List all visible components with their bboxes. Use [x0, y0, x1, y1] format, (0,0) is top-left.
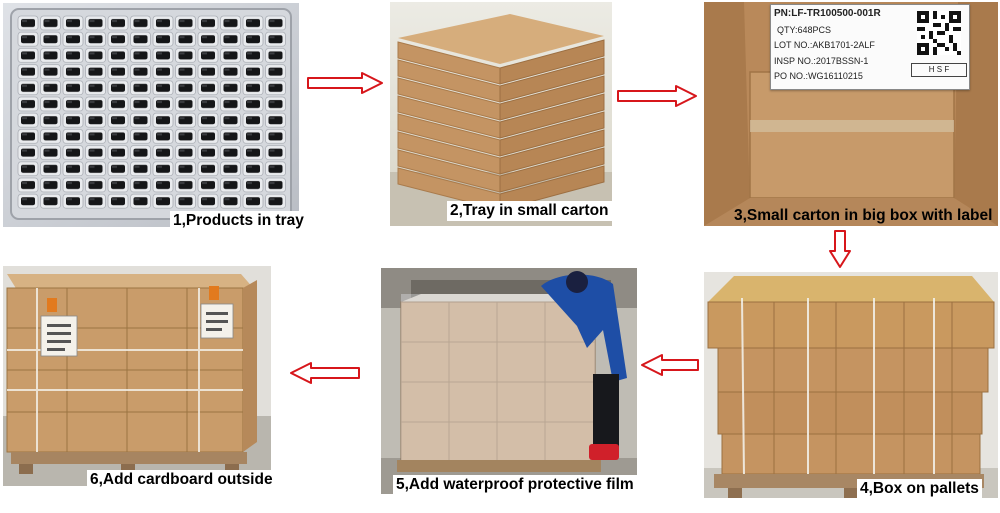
label-inspection-number: INSP NO.:2017BSSN-1	[774, 56, 869, 66]
label-quantity: QTY:648PCS	[777, 25, 832, 35]
photo-cardboard-outside	[3, 266, 271, 486]
arrow-right-icon	[307, 72, 383, 94]
label-brand-mark: H S F	[911, 63, 967, 77]
caption-step-6: 6,Add cardboard outside	[87, 470, 276, 490]
arrow-left-icon	[641, 354, 699, 376]
photo-products-in-tray	[3, 3, 299, 227]
caption-step-1: 1,Products in tray	[170, 211, 307, 231]
arrow-down-icon	[829, 230, 851, 268]
caption-step-2: 2,Tray in small carton	[447, 201, 612, 221]
caption-step-3: 3,Small carton in big box with label	[734, 207, 993, 224]
arrow-right-icon	[617, 85, 697, 107]
label-part-number: PN:LF-TR100500-001R	[774, 8, 881, 19]
label-lot-number: LOT NO.:AKB1701-2ALF	[774, 40, 875, 50]
qr-code-icon	[917, 11, 961, 55]
label-po-number: PO NO.:WG16110215	[774, 71, 863, 81]
photo-waterproof-film	[381, 268, 637, 494]
caption-step-5: 5,Add waterproof protective film	[393, 475, 637, 495]
photo-tray-in-small-carton	[390, 2, 612, 226]
photo-box-on-pallets	[704, 272, 998, 498]
arrow-left-icon	[290, 362, 360, 384]
shipping-label: PN:LF-TR100500-001R QTY:648PCS LOT NO.:A…	[770, 4, 970, 90]
caption-step-4: 4,Box on pallets	[857, 479, 982, 499]
